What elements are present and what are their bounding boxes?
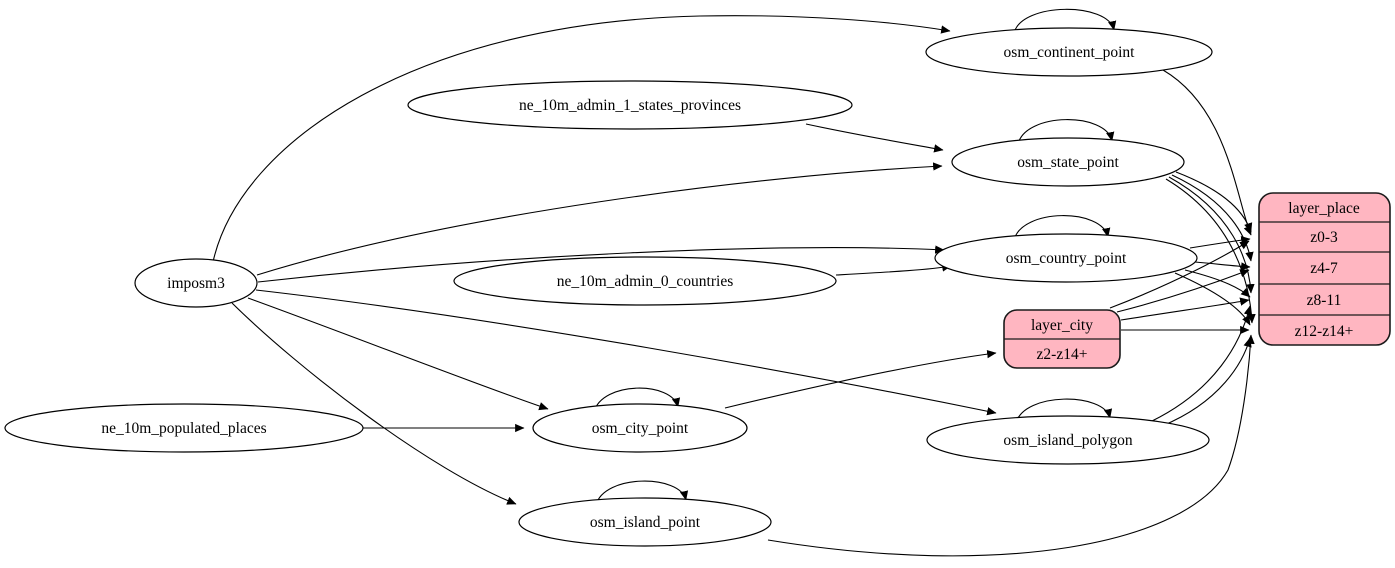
osm_island_polygon-ellipse [926,415,1210,465]
osm_city_point-label: osm_city_point [592,420,689,437]
edge-osm_country_point-layer_place-z12-z14 [1174,272,1251,326]
node-imposm3: imposm3 [134,258,258,308]
osm_continent_point-ellipse [925,27,1213,77]
node-ne_10m_admin_1_states_provinces: ne_10m_admin_1_states_provinces [407,80,853,130]
layer_city-title: layer_city [1031,317,1093,334]
osm_island_point-label: osm_island_point [590,514,701,531]
osm_island_point-ellipse [518,497,772,547]
edge-osm_island_polygon-layer_place-z8-11 [1151,305,1252,422]
edge-osm_city_point-layer_city-z2-z14 [724,349,997,409]
edge-osm_state_point-layer_place-z0-3 [1175,171,1253,233]
osm_city_point-ellipse [532,403,748,453]
selfloop-osm_island_point [595,480,689,506]
layer_place-row-z4-7: z4-7 [1310,260,1338,277]
ne_10m_admin_1_states_provinces-ellipse [407,80,853,130]
imposm3-label: imposm3 [167,275,225,292]
osm_continent_point-label: osm_continent_point [1004,44,1136,61]
node-osm_city_point: osm_city_point [532,403,748,453]
edge-osm_state_point-layer_place-z4-7 [1171,174,1254,262]
osm_state_point-label: osm_state_point [1017,154,1119,171]
edges-layer [212,8,1256,557]
node-osm_state_point: osm_state_point [951,137,1185,187]
record-layer_place: layer_place z0-3 z4-7 z8-11 z12-z14+ [1258,192,1391,346]
node-osm_country_point: osm_country_point [934,233,1198,283]
osm_island_polygon-label: osm_island_polygon [1003,432,1132,449]
edge-layer_city-layer_place-z8-11 [1120,297,1250,321]
edge-osm_island_polygon-layer_place-z12-z14 [1161,337,1252,427]
ne_10m_admin_1_states_provinces-label: ne_10m_admin_1_states_provinces [519,97,741,114]
nodes-layer: imposm3 ne_10m_admin_1_states_provinces … [4,27,1213,547]
layer_city-row-z2-z14: z2-z14+ [1037,346,1088,363]
edge-imposm3-osm_island_point [231,302,517,505]
layer_place-row-z12-z14: z12-z14+ [1295,323,1354,340]
edge-imposm3-osm_country_point [257,245,945,283]
node-osm_island_polygon: osm_island_polygon [926,415,1210,465]
node-osm_continent_point: osm_continent_point [925,27,1213,77]
edge-imposm3-osm_island_polygon [255,289,997,416]
selfloop-osm_state_point [1017,119,1115,145]
edge-ne_10m_admin_1_states_provinces-osm_state_point [805,123,944,153]
edge-osm_state_point-layer_place-z8-11 [1168,176,1255,294]
edge-osm_island_point-layer_place-z12-z14 [767,334,1255,557]
ne_10m_admin_0_countries-ellipse [453,256,837,306]
node-osm_island_point: osm_island_point [518,497,772,547]
node-ne_10m_admin_0_countries: ne_10m_admin_0_countries [453,256,837,306]
edge-layer_city-layer_place-z4-7 [1116,269,1250,313]
imposm3-ellipse [134,258,258,308]
edge-imposm3-osm_city_point [247,297,549,411]
layer_place-row-z0-3: z0-3 [1310,229,1338,246]
selfloop-osm_country_point [1013,215,1111,241]
osm_country_point-ellipse [934,233,1198,283]
selfloop-osm_city_point [593,387,681,413]
edge-ne_10m_admin_0_countries-osm_country_point [835,263,952,276]
ne_10m_admin_0_countries-label: ne_10m_admin_0_countries [557,273,734,290]
edge-layer_city-layer_place-z0-3 [1109,240,1250,309]
osm_country_point-label: osm_country_point [1006,250,1127,267]
edge-imposm3-osm_continent_point [212,15,951,263]
record-layer_city: layer_city z2-z14+ [1003,309,1121,369]
ne_10m_populated_places-label: ne_10m_populated_places [101,420,266,437]
edge-osm_country_point-layer_place-z8-11 [1184,269,1251,298]
edge-imposm3-osm_state_point [256,162,943,276]
edge-osm_country_point-layer_place-z0-3 [1189,235,1251,249]
selfloop-osm_island_polygon [1015,398,1113,424]
selfloop-osm_continent_point [1013,8,1117,34]
layer_place-title: layer_place [1288,200,1360,217]
layer_place-box [1258,192,1391,346]
ne_10m_populated_places-ellipse [4,403,364,453]
node-ne_10m_populated_places: ne_10m_populated_places [4,403,364,453]
layer_place-row-z8-11: z8-11 [1307,292,1342,309]
osm_state_point-ellipse [951,137,1185,187]
edge-osm_continent_point-layer_place-z0-3 [1162,69,1252,236]
